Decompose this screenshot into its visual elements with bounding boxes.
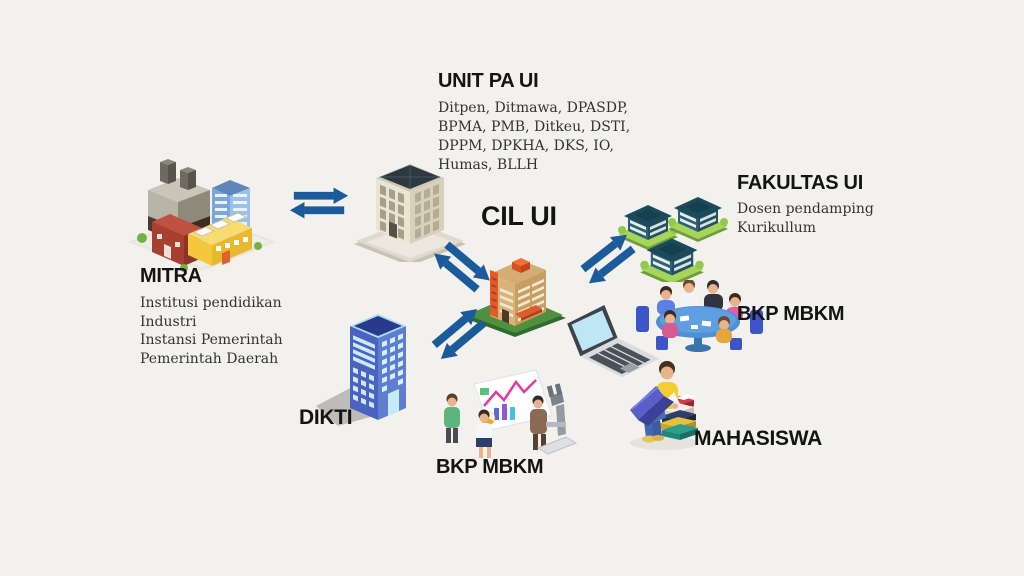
- mahasiswa-label: MAHASISWA: [694, 427, 822, 450]
- industrial-campus-icon: [128, 159, 276, 272]
- mahasiswa-illustration: [618, 356, 710, 452]
- cil-building-illustration: [462, 236, 568, 338]
- student-books-icon: [630, 361, 698, 450]
- bkp-bottom-illustration: [438, 368, 578, 464]
- fakultas-description: Dosen pendamping Kurikullum: [737, 201, 874, 236]
- unitpa-building-illustration: [354, 140, 466, 262]
- unitpa-description: Ditpen, Ditmawa, DPASDP, BPMA, PMB, Ditk…: [438, 100, 631, 173]
- cil-title: CIL UI: [481, 201, 557, 231]
- bkp-right-illustration: [634, 280, 769, 358]
- unitpa-label: UNIT PA UI: [438, 70, 539, 92]
- arrow-dikti-cil: [421, 298, 496, 369]
- office-tower-icon: [354, 164, 466, 262]
- bkp-right-label: BKP MBKM: [737, 303, 845, 325]
- dikti-label: DIKTI: [299, 406, 353, 429]
- mitra-label: MITRA: [140, 265, 202, 287]
- bkp-bottom-label: BKP MBKM: [436, 456, 544, 478]
- mitra-description: Institusi pendidikan Industri Instansi P…: [140, 295, 283, 367]
- meeting-table-icon: [636, 280, 763, 352]
- arrow-mitra-unitpa: [288, 186, 350, 220]
- laptop-icon: [567, 304, 660, 378]
- chart-presentation-icon: [444, 369, 578, 458]
- fakultas-label: FAKULTAS UI: [737, 172, 863, 194]
- dikti-building-illustration: [312, 296, 424, 436]
- laptop-illustration: [556, 294, 666, 386]
- arrow-unitpa-cil: [425, 232, 499, 302]
- arrow-cil-fakultas: [569, 223, 647, 294]
- blue-tower-icon: [316, 314, 406, 426]
- campus-center-icon: [464, 258, 566, 337]
- mitra-buildings-illustration: [126, 150, 278, 272]
